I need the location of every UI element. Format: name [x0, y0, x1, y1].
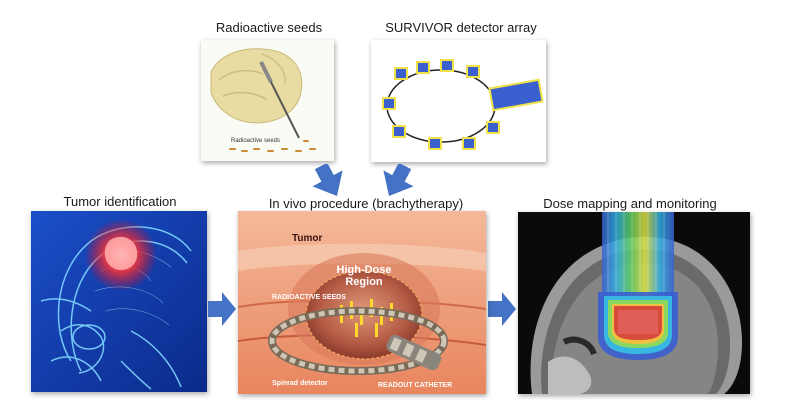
procedure-catheter-label: READOUT CATHETER	[378, 382, 452, 389]
down-arrow-right	[383, 164, 414, 197]
seeds-caption: Radioactive seeds	[231, 138, 280, 144]
procedure-region-label-1: High-Dose	[337, 264, 392, 276]
right-arrow-1	[208, 292, 236, 326]
detector-array	[382, 59, 544, 150]
procedure-detector-label: Spinrad detector	[272, 380, 328, 387]
down-arrow-left	[312, 164, 343, 197]
procedure-region-label-2: Region	[345, 276, 383, 288]
procedure-tumor-label: Tumor	[292, 233, 322, 244]
tumor-title: Tumor identification	[63, 194, 177, 209]
seeds-title: Radioactive seeds	[215, 20, 323, 35]
detector-title: SURVIVOR detector array	[385, 20, 537, 35]
procedure-seeds-label: RADIOACTIVE SEEDS	[272, 294, 346, 301]
procedure-title: In vivo procedure (brachytherapy)	[268, 196, 464, 211]
tumor-panel	[31, 211, 207, 392]
right-arrow-2	[488, 292, 516, 326]
dose-panel	[518, 212, 750, 394]
dose-title: Dose mapping and monitoring	[543, 196, 717, 211]
seeds-panel: Radioactive seeds	[201, 40, 334, 161]
detector-panel	[371, 40, 546, 162]
procedure-panel: Tumor High-Dose Region RADIOACTIVE SEEDS…	[238, 211, 486, 394]
